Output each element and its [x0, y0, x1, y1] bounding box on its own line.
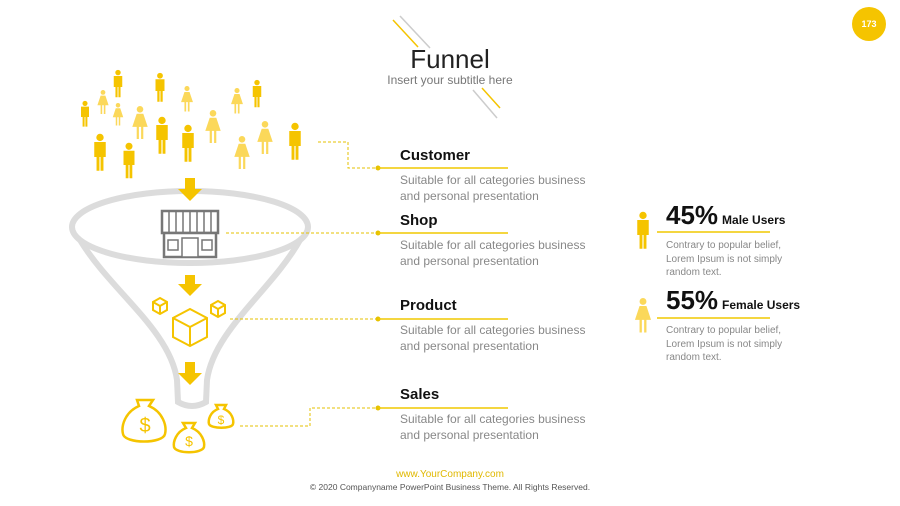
stat-female: 55%Female Users Contrary to popular beli… — [666, 285, 806, 365]
footer-copyright: © 2020 Companyname PowerPoint Business T… — [309, 482, 591, 492]
male-person-icon — [123, 142, 135, 179]
female-person-icon — [234, 136, 250, 169]
male-person-icon — [182, 124, 194, 162]
decor-lines-icon — [392, 15, 501, 119]
female-person-icon — [132, 106, 148, 139]
stage-title: Product — [400, 297, 457, 314]
female-person-icon — [634, 298, 652, 333]
male-person-icon — [94, 133, 106, 171]
stat-value: 55% — [666, 285, 719, 315]
stat-label: Female Users — [722, 298, 801, 312]
svg-text:$: $ — [218, 413, 225, 427]
male-person-icon — [252, 79, 262, 108]
svg-text:$: $ — [185, 433, 193, 449]
stage-sales: Sales Suitable for all categories busine… — [400, 386, 600, 443]
stat-desc: Contrary to popular belief,Lorem Ipsum i… — [666, 325, 783, 363]
page-number-badge: 173 — [852, 7, 886, 41]
male-person-icon — [113, 69, 123, 98]
stage-title: Sales — [400, 386, 440, 403]
svg-text:$: $ — [139, 415, 150, 437]
female-person-icon — [231, 88, 243, 114]
money-bag-icon: $ $ $ — [121, 398, 235, 454]
page-title: Funnel — [410, 44, 490, 74]
male-person-icon — [155, 72, 165, 102]
male-person-icon — [289, 122, 301, 160]
stat-male: 45%Male Users Contrary to popular belief… — [666, 200, 806, 280]
stat-value: 45% — [666, 200, 719, 230]
footer-website[interactable]: www.YourCompany.com — [396, 469, 504, 480]
stat-desc: Contrary to popular belief,Lorem Ipsum i… — [666, 240, 783, 278]
male-person-icon — [637, 211, 649, 249]
female-person-icon — [181, 86, 193, 112]
page-subtitle: Insert your subtitle here — [387, 73, 513, 87]
stage-title: Customer — [400, 147, 471, 164]
connector-dots — [375, 165, 381, 411]
male-person-icon — [81, 100, 89, 127]
boxes-icon — [152, 296, 226, 348]
female-person-icon — [112, 103, 124, 126]
people-crowd-icon — [81, 69, 301, 179]
stage-title: Shop — [400, 212, 438, 229]
connector-lines — [226, 141, 378, 427]
female-person-icon — [97, 90, 109, 114]
underlines — [378, 167, 770, 409]
male-person-icon — [156, 116, 168, 154]
stat-label: Male Users — [722, 213, 786, 227]
arrow-down-icon — [178, 178, 202, 385]
shop-icon — [160, 209, 220, 259]
female-person-icon — [257, 121, 273, 154]
stage-product: Product Suitable for all categories busi… — [400, 297, 600, 354]
stage-shop: Shop Suitable for all categories busines… — [400, 212, 600, 269]
stage-customer: Customer Suitable for all categories bus… — [400, 147, 600, 204]
female-person-icon — [205, 110, 221, 143]
